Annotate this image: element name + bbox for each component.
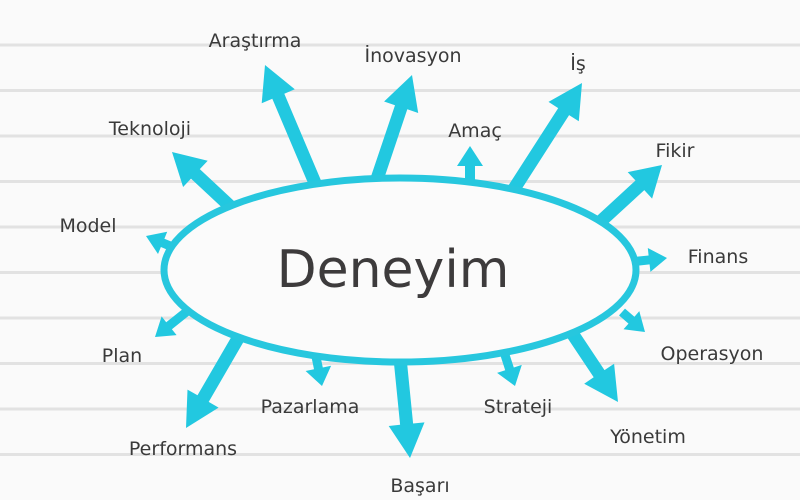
- label-fikir: Fikir: [656, 140, 695, 162]
- arrow-operasyon-icon: [619, 308, 645, 332]
- arrow-yonetim-icon: [564, 326, 618, 402]
- label-operasyon: Operasyon: [661, 343, 764, 365]
- arrow-is-icon: [506, 83, 582, 196]
- label-plan: Plan: [102, 345, 142, 367]
- arrow-basari-icon: [388, 357, 425, 458]
- label-yonetim: Yönetim: [609, 426, 686, 448]
- center-label: Deneyim: [277, 240, 510, 300]
- arrow-performans-icon: [186, 331, 246, 428]
- label-basari: Başarı: [390, 475, 449, 497]
- label-arastirma: Araştırma: [209, 30, 302, 52]
- arrow-pazarlama-icon: [305, 351, 332, 386]
- center-ellipse: [160, 174, 640, 366]
- label-strateji: Strateji: [484, 396, 553, 418]
- arrow-amac-icon: [457, 146, 483, 185]
- arrow-teknoloji-icon: [172, 152, 237, 213]
- arrow-finans-icon: [629, 248, 667, 272]
- label-pazarlama: Pazarlama: [261, 396, 360, 418]
- label-teknoloji: Teknoloji: [108, 118, 191, 140]
- arrow-fikir-icon: [595, 165, 662, 227]
- arrow-inovasyon-icon: [368, 75, 419, 188]
- label-is: İş: [570, 52, 586, 75]
- arrow-strateji-icon: [497, 353, 522, 386]
- label-inovasyon: İnovasyon: [365, 44, 462, 67]
- label-amac: Amaç: [448, 120, 502, 142]
- label-finans: Finans: [688, 246, 748, 268]
- arrows: [146, 65, 667, 458]
- label-model: Model: [59, 215, 116, 237]
- arrow-arastirma-icon: [261, 65, 324, 193]
- label-performans: Performans: [129, 438, 237, 460]
